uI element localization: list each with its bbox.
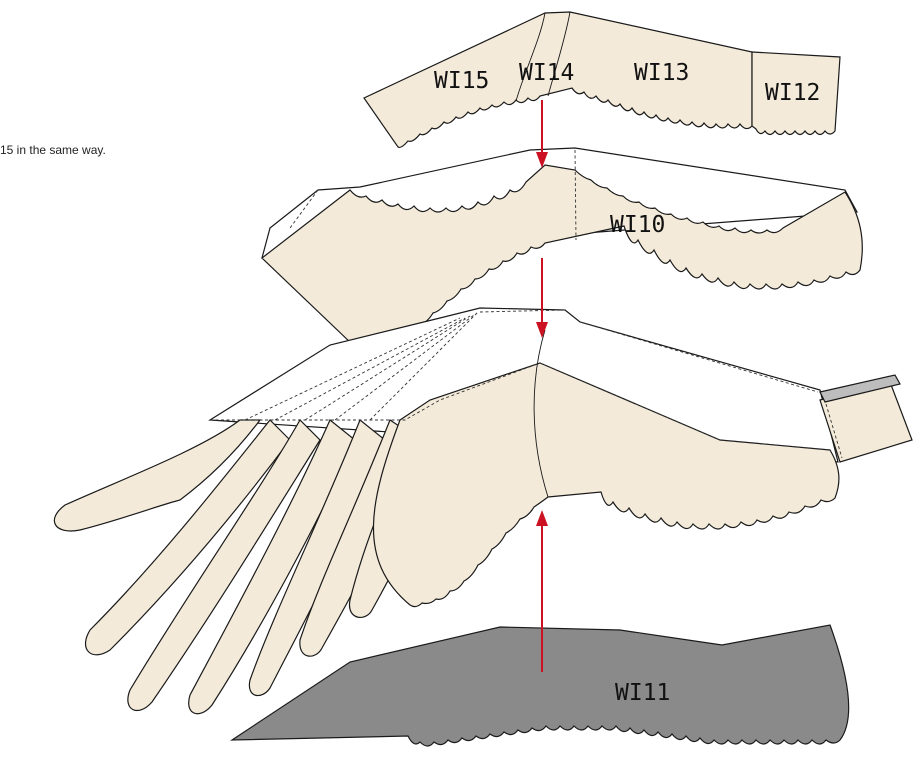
wing-elbow-fold bbox=[533, 329, 549, 498]
label-wi11: WI11 bbox=[615, 680, 670, 706]
primary-feather-4 bbox=[188, 419, 356, 715]
main-wing bbox=[53, 307, 913, 715]
wing-dashed-topline bbox=[210, 362, 831, 451]
wing-body bbox=[372, 362, 840, 608]
wi12-piece bbox=[751, 51, 841, 136]
shoulder-tab-fold bbox=[825, 403, 843, 459]
wi10-center-fold bbox=[574, 149, 577, 241]
arrow-up-1 bbox=[536, 510, 548, 672]
label-wi13: WI13 bbox=[634, 60, 689, 86]
primary-feather-1 bbox=[53, 419, 262, 532]
primary-feather-3 bbox=[127, 419, 321, 712]
wi10-strip: WI10 bbox=[261, 147, 863, 351]
wi11-strip: WI11 bbox=[229, 624, 850, 747]
wi14-fold-line bbox=[515, 12, 546, 102]
label-wi14: WI14 bbox=[519, 60, 574, 86]
wi15-wi13-piece bbox=[363, 11, 753, 148]
label-wi10: WI10 bbox=[610, 212, 665, 238]
label-wi12: WI12 bbox=[765, 80, 820, 106]
wi10-body bbox=[261, 164, 863, 351]
instruction-text: 15 in the same way. bbox=[0, 143, 106, 157]
arrow-down-1 bbox=[536, 100, 548, 168]
label-wi15: WI15 bbox=[434, 68, 489, 94]
wi11-body bbox=[229, 624, 850, 747]
top-feather-strip: WI15 WI14 WI13 WI12 bbox=[363, 11, 841, 148]
wing-dashed-ray-5 bbox=[369, 311, 479, 421]
wing-dashed-ridge bbox=[579, 321, 819, 393]
arrow-down-2 bbox=[536, 258, 548, 338]
wing-dashed-ray-4 bbox=[334, 314, 475, 421]
wi14-fold-line-right bbox=[547, 11, 571, 97]
wing-dashed-ray-1 bbox=[244, 317, 461, 421]
primary-feather-2 bbox=[84, 419, 291, 656]
wing-dashed-ray-2 bbox=[274, 317, 466, 421]
arrows bbox=[536, 100, 548, 672]
wi10-left-fold bbox=[289, 189, 319, 229]
shoulder-tab-top bbox=[819, 374, 901, 403]
